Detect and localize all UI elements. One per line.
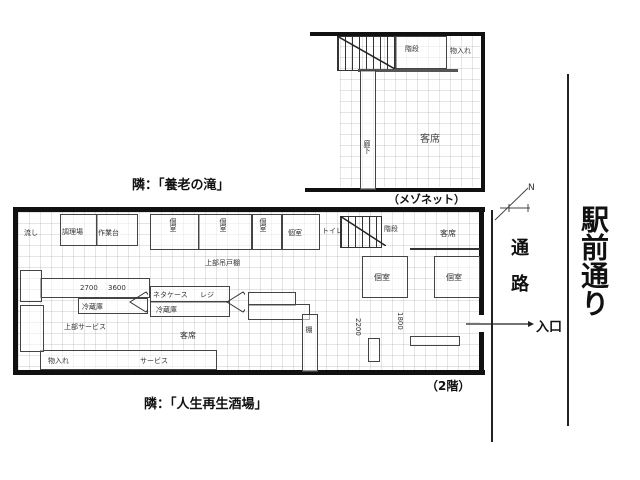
seats-right-label: 客席	[440, 229, 456, 238]
small-cabinet	[368, 338, 380, 362]
storage-bottom-label: 物入れ	[48, 357, 69, 365]
dims-1: 2700	[80, 284, 98, 292]
neighbor-top-label: 隣：「養老の滝」	[132, 178, 230, 193]
private-room-6	[434, 256, 480, 298]
floor2-landing-edge	[358, 69, 458, 72]
station-street-label: 駅前通り	[577, 205, 610, 317]
floor1-left-wall	[13, 207, 18, 375]
svg-text:N: N	[528, 183, 535, 193]
street-boundary-line	[567, 74, 569, 426]
entrance-arrow-icon	[466, 321, 534, 327]
top-cabinet-note: 上部吊戸棚	[205, 259, 240, 267]
low-shelf	[410, 336, 460, 346]
equipment-box-2	[248, 304, 310, 320]
private-room-5-label: 個室	[374, 273, 390, 282]
refrigerator-2-label: 冷蔵庫	[156, 306, 177, 314]
floor2-storage-label: 物入れ	[450, 47, 471, 55]
floor1-bottom-wall	[13, 370, 485, 375]
floor2-top-wall	[310, 32, 485, 36]
stairs-diagonal-icon	[337, 36, 395, 69]
showcase-label: ネタケース	[153, 291, 188, 299]
floor2-storage-box	[395, 36, 447, 69]
private-room-2	[198, 214, 252, 250]
door-swing-icon	[226, 291, 245, 313]
dims-2: 3600	[108, 284, 126, 292]
stairs-diagonal-icon	[340, 216, 386, 246]
bottom-storage-row	[40, 350, 217, 370]
private-room-6-label: 個室	[446, 273, 462, 282]
service-label: サービス	[140, 357, 168, 365]
private-room-2-label: 個室	[219, 218, 227, 232]
divider-right-top	[410, 248, 480, 250]
floor1-right-wall-upper	[479, 207, 484, 315]
room-prep-label: 作業台	[98, 229, 119, 237]
refrigerator-1-label: 冷蔵庫	[82, 303, 103, 311]
floor2-seats-label: 客席	[420, 134, 440, 145]
floor1-stairs-label: 階段	[384, 225, 398, 233]
seats-center-label: 客席	[180, 331, 196, 340]
private-room-4	[282, 214, 320, 250]
service-note: 上部サービス	[64, 323, 106, 331]
private-room-4-label: 個室	[288, 229, 302, 237]
second-floor-label: （2階）	[426, 379, 471, 393]
register-label: レジ	[200, 291, 214, 299]
neighbor-bottom-label: 隣：「人生再生酒場」	[144, 397, 268, 412]
maisonette-label: （メゾネット）	[388, 193, 465, 206]
room-sink-label: 流し	[24, 229, 38, 237]
floor2-corridor-label: 廊下	[363, 140, 371, 154]
floor1-toilet-label: トイレ	[322, 227, 343, 235]
floor2-corridor	[360, 70, 376, 190]
dims-3: 2200	[354, 318, 362, 336]
private-room-1-label: 個室	[169, 218, 177, 232]
refrigerator-row-2	[150, 301, 230, 317]
north-arrow-icon: N	[494, 183, 535, 221]
left-sink-unit	[20, 270, 42, 302]
private-room-3	[252, 214, 282, 250]
shelf-column	[302, 314, 318, 372]
dims-4: 1800	[396, 312, 404, 330]
room-kitchen-label: 調理場	[62, 228, 83, 236]
door-swing-icon	[129, 291, 148, 313]
shelves-label: 棚	[305, 326, 313, 333]
floor2-bottom-wall	[305, 188, 485, 192]
floor1-right-wall-lower	[479, 332, 484, 375]
left-side-cabinet	[20, 305, 44, 352]
passage-boundary-line	[491, 210, 493, 442]
private-room-5	[362, 256, 408, 298]
room-prep	[96, 214, 138, 246]
private-room-3-label: 個室	[259, 218, 267, 232]
floor2-stairs-label: 階段	[405, 45, 419, 53]
entrance-label: 入口	[536, 320, 563, 335]
passage-label: 通路	[508, 238, 529, 310]
floor1-top-wall	[13, 207, 485, 212]
floor2-right-wall	[481, 32, 485, 192]
